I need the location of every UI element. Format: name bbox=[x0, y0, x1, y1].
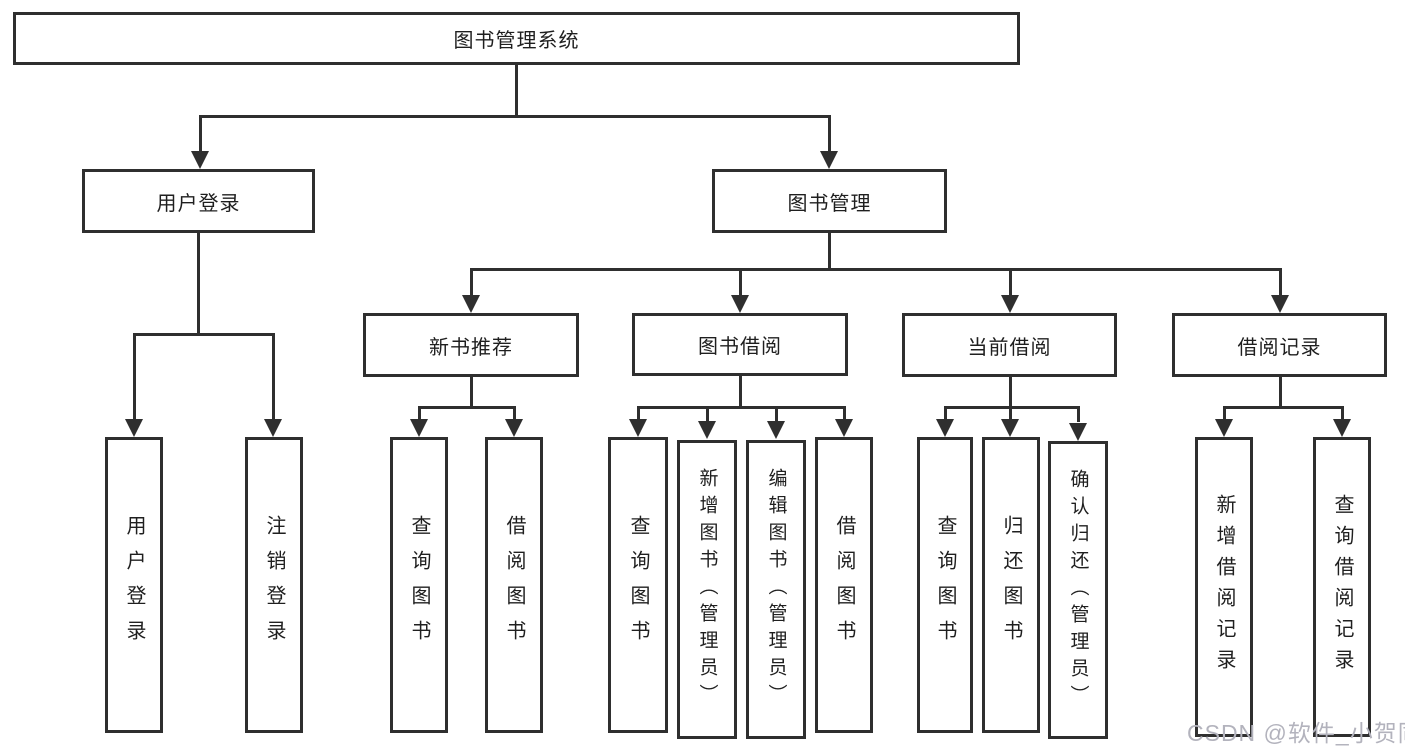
connector-vline bbox=[843, 406, 846, 422]
leaf-add-borrow-record: 新增借阅记录 bbox=[1195, 437, 1253, 737]
csdn-watermark: CSDN @软件_小贺同学 bbox=[1187, 720, 1405, 746]
connector-vline bbox=[828, 233, 831, 271]
node-book-management: 图书管理 bbox=[712, 169, 947, 233]
leaf-label: 查询借阅记录 bbox=[1331, 494, 1353, 680]
connector-vline bbox=[1341, 406, 1344, 422]
connector-vline bbox=[739, 376, 742, 409]
leaf-label: 新增图书（管理员） bbox=[696, 468, 718, 711]
connector-vline bbox=[637, 406, 640, 422]
connector-vline bbox=[944, 406, 947, 422]
connector-hline bbox=[418, 406, 516, 409]
connector-vline bbox=[197, 233, 200, 336]
connector-vline bbox=[739, 268, 742, 298]
connector-vline bbox=[199, 115, 202, 153]
connector-hline bbox=[470, 268, 1282, 271]
leaf-label: 确认归还（管理员） bbox=[1067, 468, 1089, 712]
arrow-down-icon bbox=[505, 419, 523, 437]
arrow-down-icon bbox=[1069, 423, 1087, 441]
connector-vline bbox=[1279, 377, 1282, 409]
leaf-confirm-return-admin: 确认归还（管理员） bbox=[1048, 441, 1108, 739]
connector-vline bbox=[1009, 268, 1012, 298]
connector-vline bbox=[513, 406, 516, 422]
arrow-down-icon bbox=[1271, 295, 1289, 313]
arrow-down-icon bbox=[936, 419, 954, 437]
connector-vline bbox=[1077, 406, 1080, 422]
node-borrowing-records: 借阅记录 bbox=[1172, 313, 1387, 377]
connector-hline bbox=[133, 333, 275, 336]
leaf-add-books-admin: 新增图书（管理员） bbox=[677, 440, 737, 739]
leaf-label: 借阅图书 bbox=[833, 515, 855, 655]
leaf-borrow-books-2: 借阅图书 bbox=[815, 437, 873, 733]
arrow-down-icon bbox=[820, 151, 838, 169]
arrow-down-icon bbox=[629, 419, 647, 437]
leaf-query-books-3: 查询图书 bbox=[917, 437, 973, 733]
connector-hline bbox=[637, 406, 845, 409]
connector-vline bbox=[133, 333, 136, 421]
leaf-query-books-2: 查询图书 bbox=[608, 437, 668, 733]
node-current-borrowing: 当前借阅 bbox=[902, 313, 1117, 377]
connector-vline bbox=[470, 268, 473, 298]
node-new-book-recommend: 新书推荐 bbox=[363, 313, 579, 377]
arrow-down-icon bbox=[410, 419, 428, 437]
connector-vline bbox=[515, 64, 518, 118]
leaf-label: 注销登录 bbox=[263, 515, 285, 655]
arrow-down-icon bbox=[1001, 419, 1019, 437]
leaf-return-books: 归还图书 bbox=[982, 437, 1040, 733]
arrow-down-icon bbox=[1001, 295, 1019, 313]
arrow-down-icon bbox=[1333, 419, 1351, 437]
leaf-label: 新增借阅记录 bbox=[1213, 494, 1235, 680]
arrow-down-icon bbox=[835, 419, 853, 437]
connector-vline bbox=[1223, 406, 1226, 422]
connector-vline bbox=[470, 377, 473, 409]
arrow-down-icon bbox=[767, 421, 785, 439]
arrow-down-icon bbox=[125, 419, 143, 437]
connector-hline bbox=[199, 115, 830, 118]
leaf-label: 借阅图书 bbox=[503, 515, 525, 655]
leaf-user-login: 用户登录 bbox=[105, 437, 163, 733]
leaf-query-borrow-record: 查询借阅记录 bbox=[1313, 437, 1371, 737]
arrow-down-icon bbox=[191, 151, 209, 169]
connector-vline bbox=[775, 406, 778, 422]
node-library-system: 图书管理系统 bbox=[13, 12, 1020, 65]
arrow-down-icon bbox=[1215, 419, 1233, 437]
leaf-label: 归还图书 bbox=[1000, 515, 1022, 655]
leaf-label: 用户登录 bbox=[123, 515, 145, 655]
leaf-logout: 注销登录 bbox=[245, 437, 303, 733]
connector-hline bbox=[1223, 406, 1343, 409]
leaf-label: 查询图书 bbox=[627, 515, 649, 655]
leaf-query-books-1: 查询图书 bbox=[390, 437, 448, 733]
arrow-down-icon bbox=[731, 295, 749, 313]
connector-vline bbox=[828, 115, 831, 153]
connector-vline bbox=[272, 333, 275, 421]
leaf-label: 编辑图书（管理员） bbox=[765, 468, 787, 711]
leaf-label: 查询图书 bbox=[408, 515, 430, 655]
connector-vline bbox=[1009, 406, 1012, 422]
connector-vline bbox=[418, 406, 421, 422]
leaf-edit-books-admin: 编辑图书（管理员） bbox=[746, 440, 806, 739]
connector-vline bbox=[706, 406, 709, 422]
connector-vline bbox=[1009, 377, 1012, 409]
arrow-down-icon bbox=[462, 295, 480, 313]
node-user-login: 用户登录 bbox=[82, 169, 315, 233]
arrow-down-icon bbox=[264, 419, 282, 437]
leaf-borrow-books-1: 借阅图书 bbox=[485, 437, 543, 733]
arrow-down-icon bbox=[698, 421, 716, 439]
connector-vline bbox=[1279, 268, 1282, 298]
leaf-label: 查询图书 bbox=[934, 515, 956, 655]
node-book-borrowing: 图书借阅 bbox=[632, 313, 848, 376]
